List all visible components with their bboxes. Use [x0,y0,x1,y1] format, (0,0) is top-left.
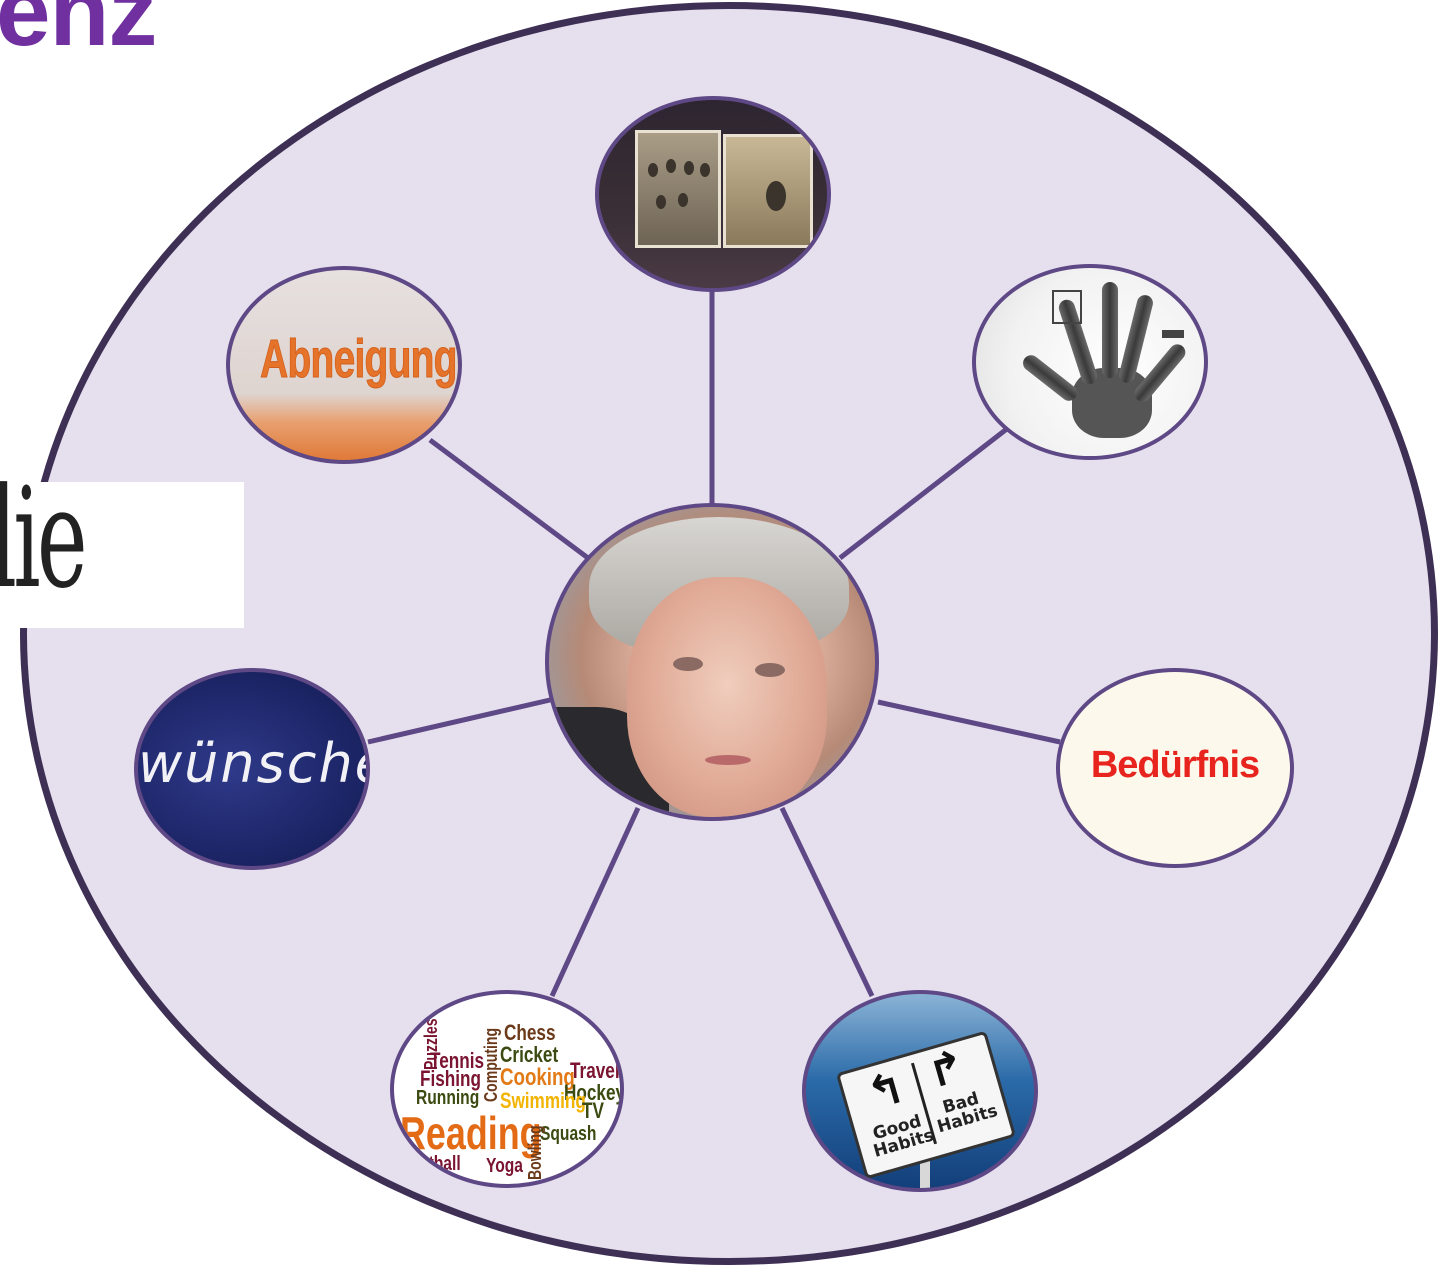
wuensche-node: wünsche [134,668,370,870]
beduerfnis-node: Bedürfnis [1056,668,1294,868]
word-yoga: Yoga [486,1155,523,1177]
word-running: Running [416,1087,480,1109]
road-sign: ↰ ↱ Good Habits Bad Habits [835,1030,1017,1180]
hammer-icon [1162,330,1184,338]
photo-figure [666,159,676,173]
word-tennis: Tennis [430,1048,485,1073]
right-turn-arrow-icon: ↱ [921,1039,972,1100]
spoke-bottom-right [779,806,875,998]
old-photo-group [635,130,721,248]
thumb [1019,351,1081,405]
word-football: Football [400,1153,461,1175]
abneigungen-label: Abneigungen [260,329,458,390]
photo-figure [648,163,658,177]
slide-title-fragment: enz [0,0,157,66]
word-puzzles: Puzzles [421,1018,441,1070]
sign-post [920,1144,930,1188]
photo-figure [684,161,694,175]
beduerfnis-label: Bedürfnis [1090,744,1260,786]
photo-figure [656,195,666,209]
mouth [705,755,751,765]
center-portrait [545,503,879,821]
photo-figure [678,193,688,207]
photo-figure [700,163,710,177]
left-eye [673,657,703,671]
abneigungen-node: Abneigungen [226,266,462,464]
word-swimming: Swimming [500,1088,586,1113]
spoke-right [877,699,1061,745]
word-bowling: Bowling [525,1125,545,1180]
word-tv: TV [582,1098,604,1123]
familie-word: ilie [0,458,88,619]
old-photo-portrait [723,134,813,248]
finger [1102,282,1118,378]
word-cricket: Cricket [500,1042,559,1067]
spoke-top-right [838,426,1010,560]
habits-sign-node: ↰ ↱ Good Habits Bad Habits [802,990,1038,1192]
hobbies-wordcloud-node: Chess Tennis Cricket Travel Fishing Cook… [390,990,624,1188]
spoke-bottom-left [549,806,641,998]
saw-icon [1052,290,1082,324]
photo-album-node [595,96,831,292]
word-chess: Chess [504,1020,556,1045]
word-cooking: Cooking [500,1064,575,1091]
hand-tools-node [972,264,1208,460]
word-hockey: Hockey [564,1080,624,1105]
familie-image-box [0,482,244,628]
right-eye [755,663,785,677]
left-turn-arrow-icon: ↰ [861,1061,911,1121]
word-travel: Travel [570,1058,620,1083]
finger [1117,293,1155,385]
word-computing: Computing [481,1027,501,1102]
face [627,577,827,817]
wuensche-label: wünsche [138,732,370,795]
photo-figure [766,181,786,211]
word-reading: Reading [400,1107,542,1159]
spoke-top-left [428,437,590,561]
word-fishing: Fishing [420,1066,482,1091]
word-squash: Squash [540,1123,597,1145]
spoke-left [367,697,551,745]
